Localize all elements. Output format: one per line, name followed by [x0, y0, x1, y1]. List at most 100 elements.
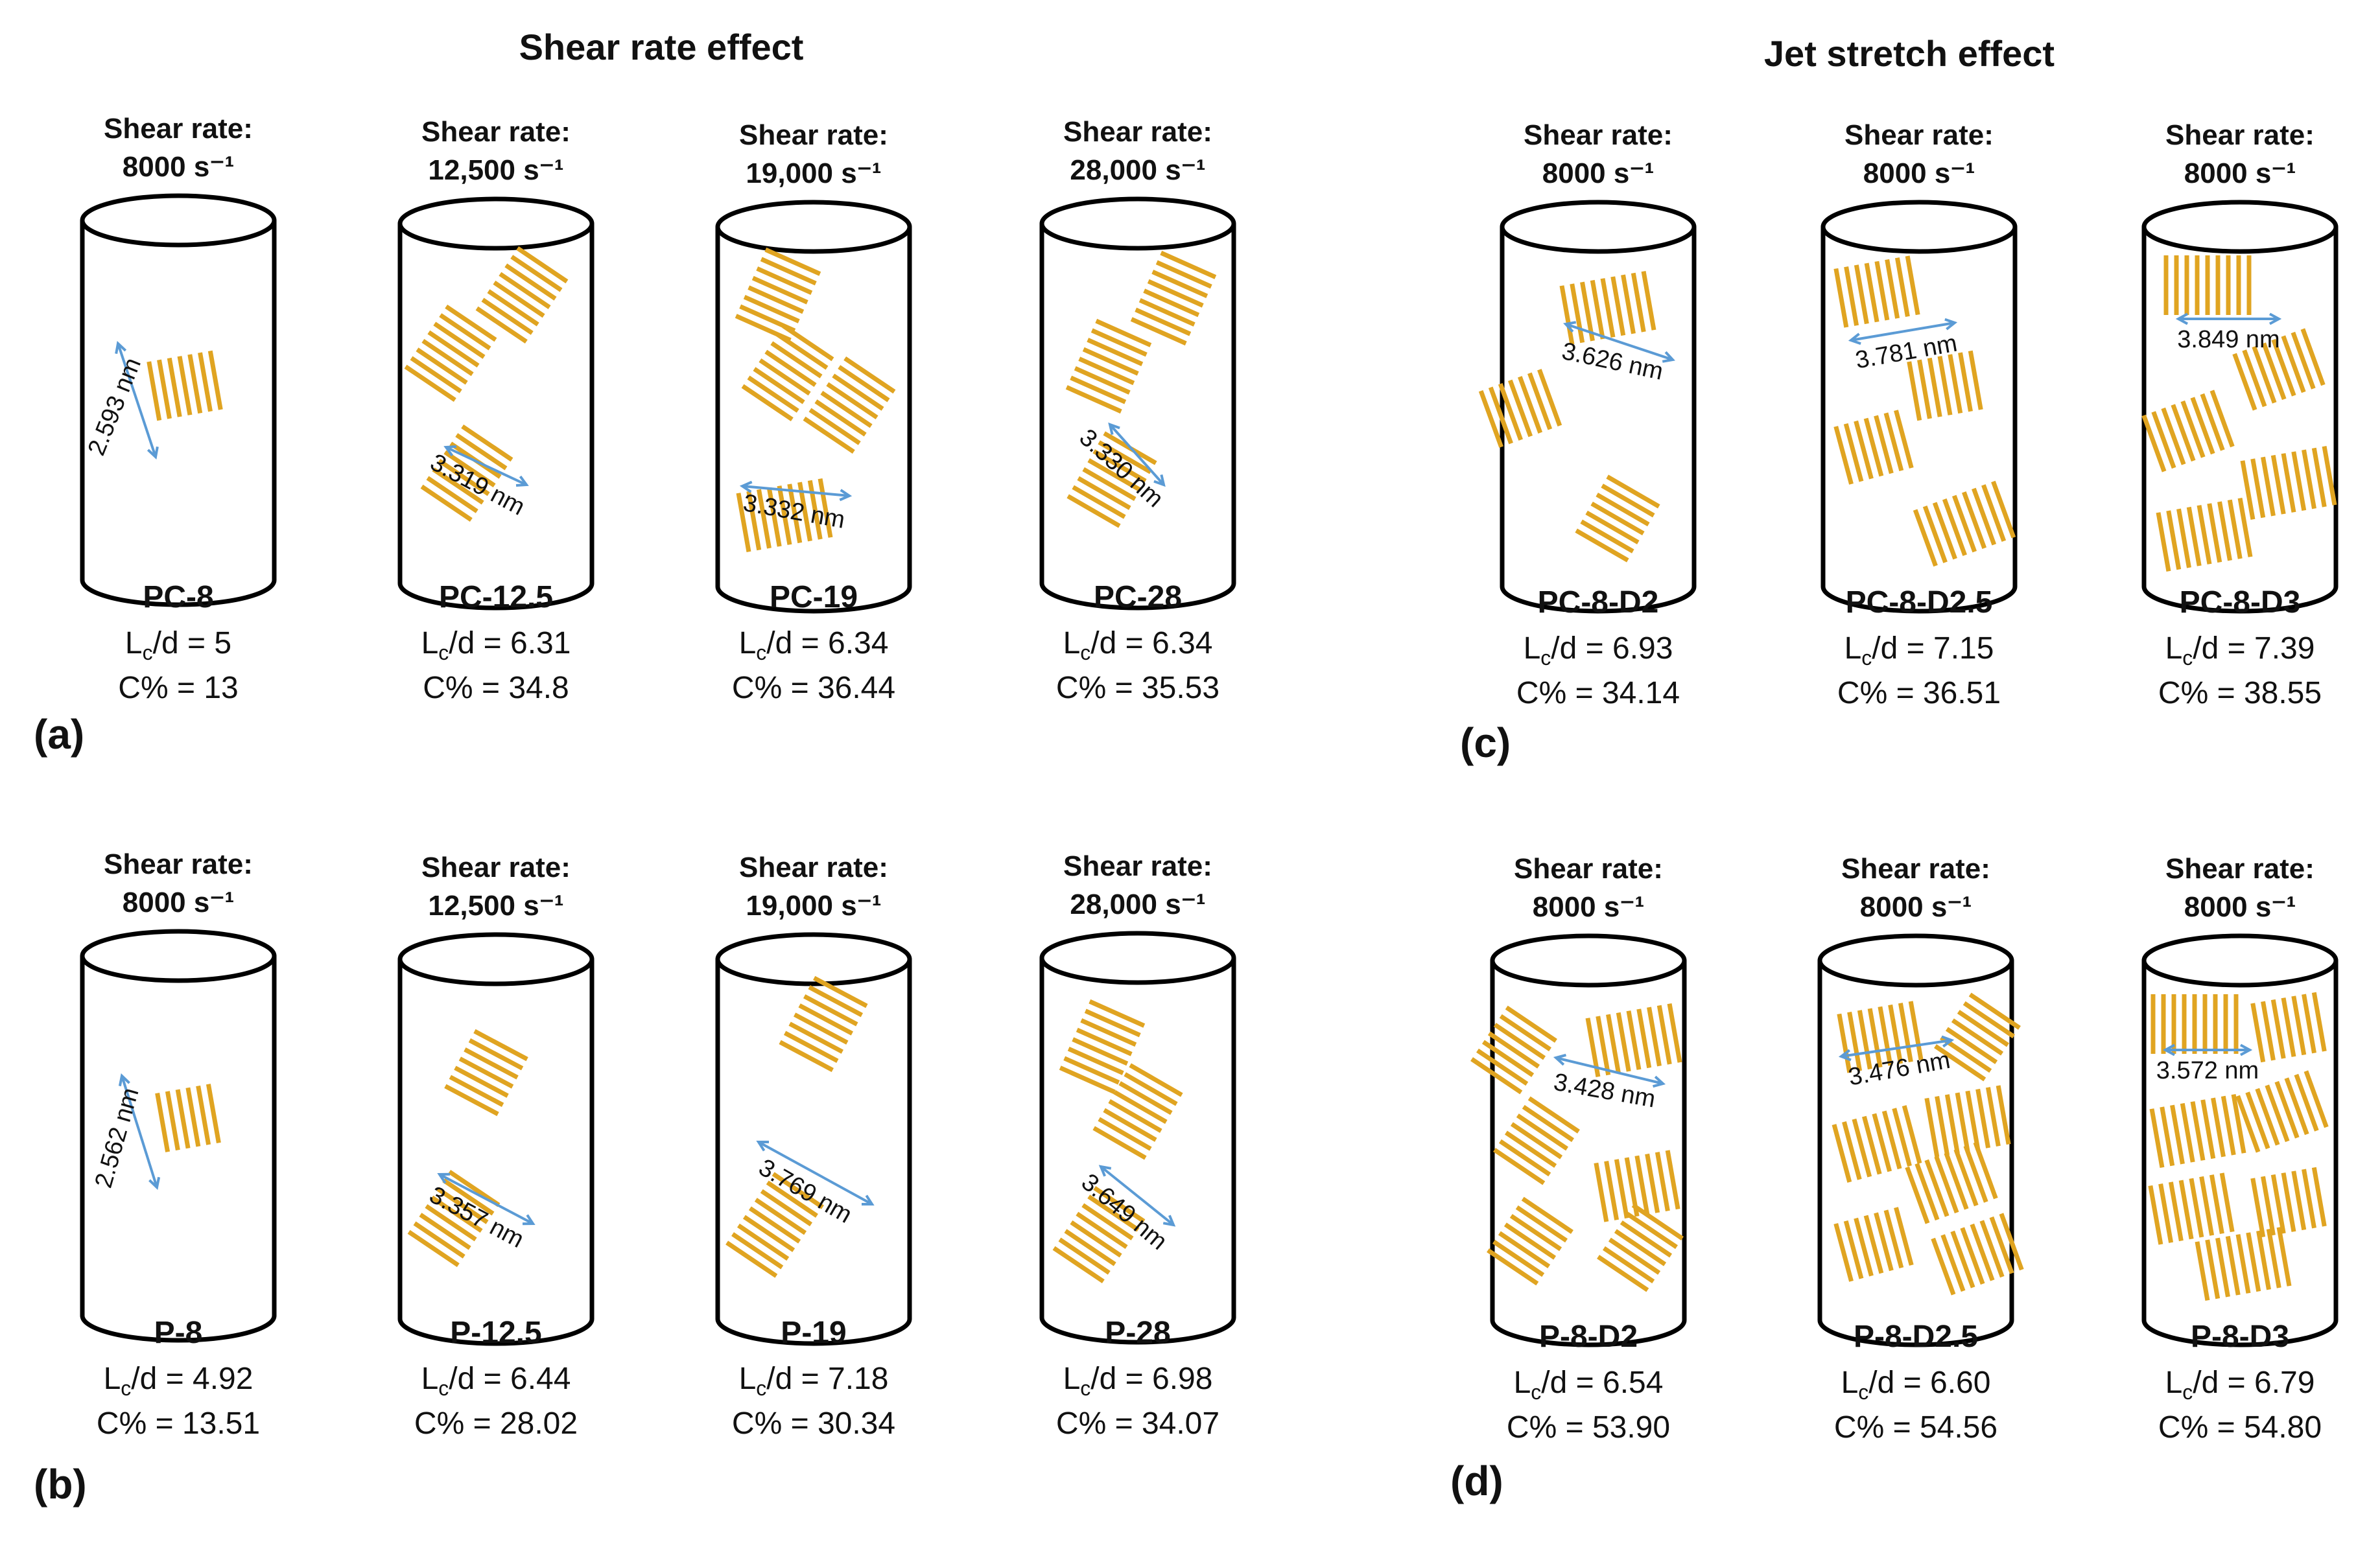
crystallinity: C% = 34.14: [1516, 676, 1680, 710]
sample-name: PC-8-D3: [2180, 585, 2301, 620]
lc-d-ratio: Lc/d = 6.98: [1063, 1362, 1213, 1400]
lamella-stack: [2250, 1167, 2327, 1238]
lamella-stack: [1487, 1196, 1573, 1286]
sample-name: PC-12.5: [439, 580, 553, 614]
crystallinity: C% = 54.80: [2158, 1410, 2322, 1445]
sample-name: PC-19: [770, 580, 858, 614]
lc-d-ratio: Lc/d = 5: [125, 626, 231, 664]
lc-d-ratio: Lc/d = 6.34: [739, 626, 889, 664]
sample-name: PC-8: [143, 580, 213, 614]
shear-rate-value: 12,500 s⁻¹: [428, 154, 563, 186]
long-period-value: 2.593 nm: [83, 354, 147, 460]
crystallinity: C% = 13.51: [97, 1406, 260, 1441]
lamella-stack: [735, 247, 821, 343]
fiber-cylinder: [715, 932, 912, 1346]
crystallinity: C% = 34.07: [1056, 1406, 1219, 1441]
shear-rate-value: 19,000 s⁻¹: [746, 157, 881, 189]
fiber-cylinder: [1500, 200, 1697, 614]
lamella-stack: [1833, 410, 1914, 485]
sample-name: P-8-D2: [1539, 1320, 1638, 1354]
shear-rate-label: Shear rate:: [104, 848, 253, 880]
shear-rate-value: 8000 s⁻¹: [2184, 891, 2296, 923]
long-period-value: 3.769 nm: [754, 1154, 856, 1229]
lc-d-ratio: Lc/d = 6.54: [1514, 1366, 1664, 1404]
sample-name: PC-8-D2: [1538, 585, 1659, 620]
shear-rate-value: 19,000 s⁻¹: [746, 890, 881, 922]
shear-rate-value: 8000 s⁻¹: [1863, 157, 1975, 189]
crystallinity: C% = 34.8: [423, 671, 569, 705]
lc-d-ratio: Lc/d = 7.15: [1844, 631, 1994, 670]
lamella-stack: [1575, 474, 1660, 563]
fiber-cylinder: [1820, 200, 2018, 614]
lamella-stack: [444, 1029, 528, 1117]
long-period-arrow: 3.572 nm: [2156, 1043, 2259, 1084]
lamella-stack: [1934, 992, 2021, 1082]
lamella-stack: [1493, 1096, 1580, 1185]
long-period-value: 2.562 nm: [90, 1085, 145, 1191]
fiber-cylinder: [2141, 200, 2339, 614]
long-period-value: 3.849 nm: [2177, 326, 2280, 353]
lamella-stack: [1065, 318, 1152, 414]
lc-d-ratio: Lc/d = 6.31: [421, 626, 571, 664]
lamella-stack: [407, 1169, 501, 1268]
lamella-stack: [1597, 1203, 1684, 1292]
shear-rate-label: Shear rate:: [2165, 119, 2315, 151]
lamella-stack: [2232, 328, 2326, 411]
lamella-stack: [1931, 1213, 2024, 1296]
lamella-stack: [1905, 1141, 1998, 1224]
sample-name: PC-28: [1094, 580, 1182, 614]
lamella-stack: [2141, 390, 2235, 472]
crystallinity: C% = 36.51: [1837, 676, 2001, 710]
shear-rate-value: 28,000 s⁻¹: [1070, 154, 1205, 186]
lamella-stack: [1907, 350, 1983, 421]
sample-name: P-8-D2.5: [1854, 1320, 1978, 1354]
lc-d-ratio: Lc/d = 6.60: [1841, 1366, 1991, 1404]
shear-rate-label: Shear rate:: [1063, 850, 1212, 882]
lamella-stack: [2250, 992, 2327, 1063]
lamella-stack: [1052, 1185, 1146, 1284]
crystallinity: C% = 53.90: [1507, 1410, 1670, 1445]
shear-rate-label: Shear rate:: [1514, 853, 1663, 885]
crystallinity: C% = 36.44: [732, 671, 895, 705]
lamella-stack: [2163, 255, 2252, 315]
lamella-stack: [475, 246, 569, 344]
crystallinity: C% = 35.53: [1056, 671, 1219, 705]
fiber-cylinder: [1490, 933, 1687, 1347]
lamella-stack: [1924, 1085, 2011, 1158]
sample-p-8-d2-5: Shear rate:8000 s⁻¹3.476 nmP-8-D2.5Lc/d …: [1817, 853, 2024, 1445]
fiber-cylinder: [80, 193, 277, 607]
shear-rate-label: Shear rate:: [1844, 119, 1994, 151]
long-period-arrow: 2.593 nm: [83, 341, 159, 460]
lamella-stack: [2149, 1093, 2246, 1169]
fiber-cylinder: [397, 196, 595, 611]
lamella-stack: [2156, 497, 2253, 572]
panel-label-b: (b): [34, 1461, 87, 1508]
lamella-stack: [1559, 270, 1656, 345]
lamella-stack: [736, 478, 833, 553]
lamella-stack: [1059, 999, 1146, 1095]
lc-d-ratio: Lc/d = 6.44: [421, 1362, 571, 1400]
shear-rate-value: 8000 s⁻¹: [1860, 891, 1972, 923]
lamella-stack: [725, 1172, 824, 1278]
lc-d-ratio: Lc/d = 6.93: [1524, 631, 1673, 670]
shear-rate-label: Shear rate:: [739, 119, 888, 151]
crystallinity: C% = 13: [118, 671, 238, 705]
lamella-stack: [1470, 1005, 1557, 1095]
long-period-arrow: 3.849 nm: [2175, 312, 2282, 353]
lamella-stack: [404, 304, 497, 402]
sample-name: P-8: [154, 1316, 203, 1350]
sample-p-8: Shear rate:8000 s⁻¹2.562 nmP-8Lc/d = 4.9…: [80, 848, 277, 1441]
shear-rate-value: 8000 s⁻¹: [123, 887, 234, 918]
shear-rate-label: Shear rate:: [1841, 853, 1990, 885]
sample-p-12-5: Shear rate:12,500 s⁻¹3.357 nmP-12.5Lc/d …: [397, 852, 595, 1441]
lc-d-ratio: Lc/d = 6.34: [1063, 626, 1213, 664]
shear-rate-label: Shear rate:: [739, 852, 888, 883]
lamella-stack: [1478, 369, 1562, 448]
lamella-stack: [1833, 1207, 1914, 1282]
